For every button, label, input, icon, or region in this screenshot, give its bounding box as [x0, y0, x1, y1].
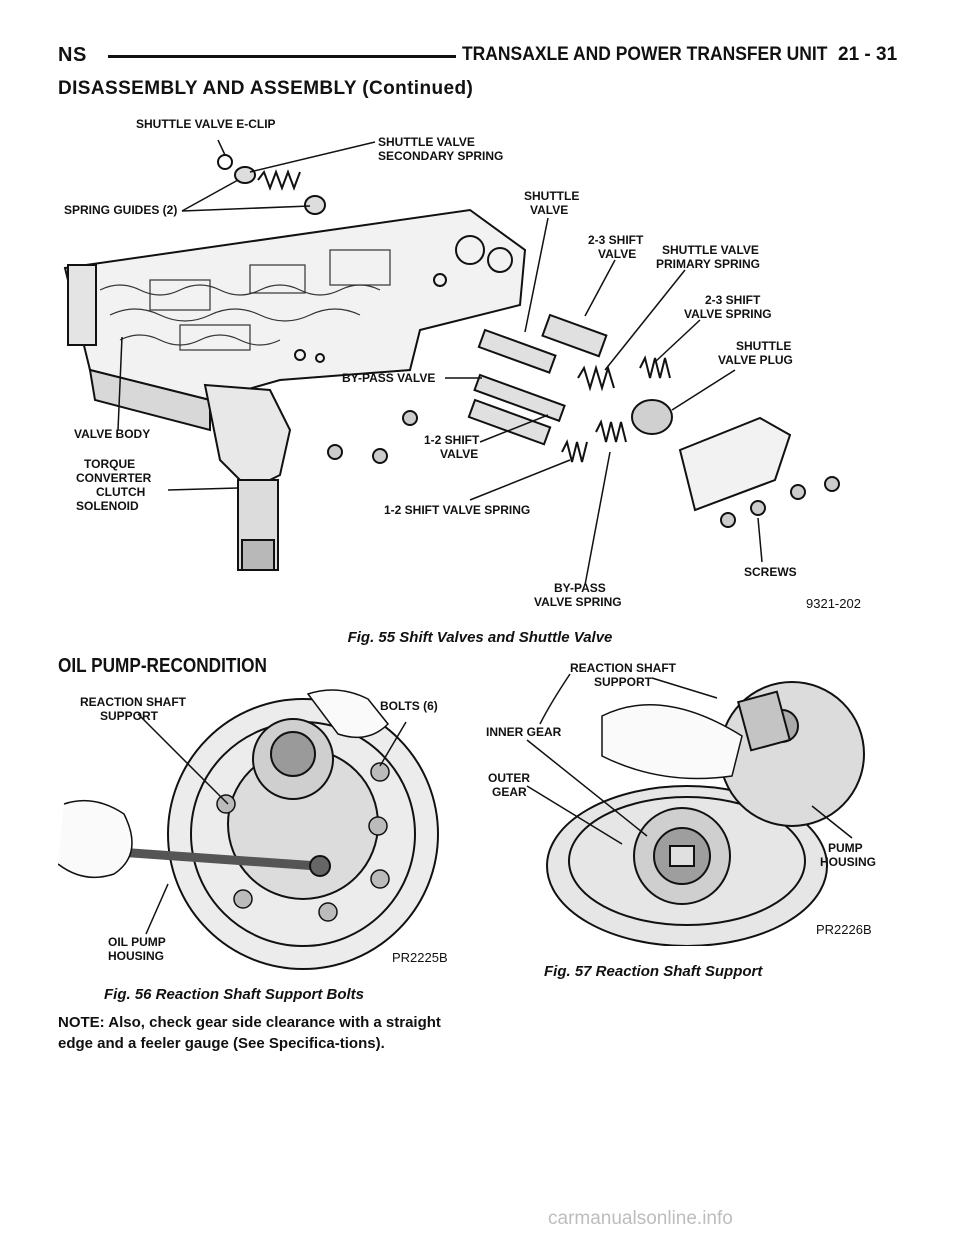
watermark: carmanualsonline.info — [548, 1208, 733, 1229]
label-shift-12-valve-2: VALVE — [440, 447, 478, 461]
label-bolts: BOLTS (6) — [380, 699, 438, 713]
shuttle-valve-plug — [631, 399, 673, 435]
label-shift-23-spring-2: VALVE SPRING — [684, 307, 772, 321]
figure-55-caption: Fig. 55 Shift Valves and Shuttle Valve — [347, 629, 613, 646]
label-shuttle-valve-1: SHUTTLE — [524, 189, 579, 203]
label-support-2: SUPPORT — [100, 709, 159, 723]
label-spring-guides: SPRING GUIDES (2) — [64, 203, 177, 217]
label-tcc-3: CLUTCH — [96, 485, 145, 499]
label-pump-housing-2: HOUSING — [820, 855, 876, 869]
label-shift-12-spring: 1-2 SHIFT VALVE SPRING — [384, 503, 530, 517]
label-outer-gear-1: OUTER — [488, 771, 530, 785]
hand — [58, 799, 133, 879]
figure-57-caption: Fig. 57 Reaction Shaft Support — [544, 963, 763, 980]
label-shift-23-valve-1: 2-3 SHIFT — [588, 233, 644, 247]
label-inner-gear: INNER GEAR — [486, 725, 562, 739]
end-cover-plate — [678, 416, 792, 512]
shift-23-spring — [639, 355, 671, 379]
label-valve-plug-2: VALVE PLUG — [718, 353, 793, 367]
bypass-spring — [595, 419, 627, 443]
note-paragraph: NOTE: Also, check gear side clearance wi… — [58, 1014, 441, 1052]
screw — [402, 410, 418, 426]
figure-57-photo: REACTION SHAFT SUPPORT INNER GEAR OUTER … — [486, 661, 876, 946]
label-shift-23-valve-2: VALVE — [598, 247, 636, 261]
label-secondary-spring-1: SHUTTLE VALVE — [378, 135, 475, 149]
header-rule — [108, 55, 456, 58]
label-outer-gear-2: GEAR — [492, 785, 527, 799]
label-tcc-1: TORQUE — [84, 457, 135, 471]
valve-body-end-plate — [67, 264, 97, 346]
ratchet-wrench — [117, 847, 319, 871]
label-support-2: SUPPORT — [594, 675, 653, 689]
bypass-valve — [473, 373, 566, 423]
label-tcc-4: SOLENOID — [76, 499, 139, 513]
label-pump-housing-1: PUMP — [828, 841, 863, 855]
section-title: DISASSEMBLY AND ASSEMBLY (Continued) — [58, 78, 474, 99]
figure-56-code: PR2225B — [392, 950, 448, 965]
shift-12-valve — [467, 398, 552, 446]
shift-12-spring — [561, 439, 588, 463]
valve-body-casting — [63, 208, 527, 402]
oil-pump-heading: OIL PUMP-RECONDITION — [58, 655, 267, 677]
secondary-spring — [257, 169, 301, 191]
label-tcc-2: CONVERTER — [76, 471, 152, 485]
label-secondary-spring-2: SECONDARY SPRING — [378, 149, 503, 163]
primary-spring — [577, 364, 615, 392]
label-e-clip: SHUTTLE VALVE E-CLIP — [136, 117, 276, 131]
label-primary-spring-1: SHUTTLE VALVE — [662, 243, 759, 257]
label-shift-12-valve-1: 1-2 SHIFT — [424, 433, 480, 447]
shuttle-valve — [477, 328, 557, 374]
label-bypass-spring-1: BY-PASS — [554, 581, 606, 595]
figure-56-photo: REACTION SHAFT SUPPORT BOLTS (6) OIL PUM… — [58, 689, 448, 970]
label-shuttle-valve-2: VALVE — [530, 203, 568, 217]
support-shaft — [736, 690, 792, 752]
e-clip — [217, 154, 233, 170]
label-bypass-spring-2: VALVE SPRING — [534, 595, 622, 609]
hand — [601, 704, 743, 780]
header-title: TRANSAXLE AND POWER TRANSFER UNIT — [462, 44, 828, 65]
page-number: 21 - 31 — [838, 44, 898, 65]
figure-55-shift-valves-diagram: SHUTTLE VALVE E-CLIP SHUTTLE VALVE SECON… — [63, 117, 861, 611]
label-bypass-valve: BY-PASS VALVE — [342, 371, 435, 385]
shift-23-valve — [541, 313, 608, 358]
label-support-1: REACTION SHAFT — [80, 695, 187, 709]
header-section-code: NS — [58, 44, 87, 66]
tcc-solenoid-bracket — [203, 383, 292, 492]
label-valve-plug-1: SHUTTLE — [736, 339, 791, 353]
label-shift-23-spring-1: 2-3 SHIFT — [705, 293, 761, 307]
figure-56-caption: Fig. 56 Reaction Shaft Support Bolts — [104, 986, 365, 1003]
figure-55-code: 9321-202 — [806, 596, 861, 611]
label-valve-body: VALVE BODY — [74, 427, 150, 441]
label-housing-1: OIL PUMP — [108, 935, 166, 949]
label-support-1: REACTION SHAFT — [570, 661, 677, 675]
label-primary-spring-2: PRIMARY SPRING — [656, 257, 760, 271]
label-housing-2: HOUSING — [108, 949, 164, 963]
figure-57-code: PR2226B — [816, 922, 872, 937]
label-screws: SCREWS — [744, 565, 797, 579]
